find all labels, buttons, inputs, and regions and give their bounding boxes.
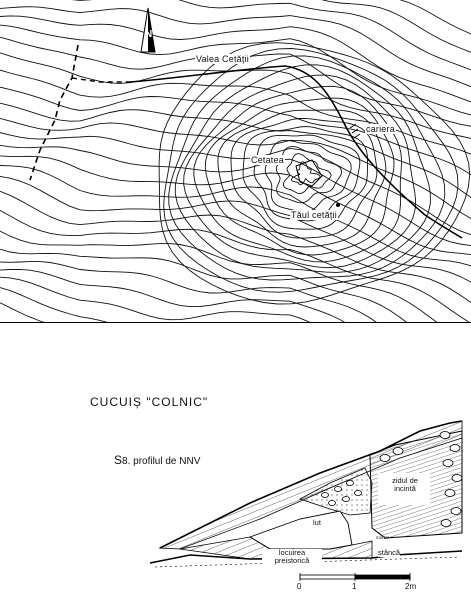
- label-zidul: zidul de incintă: [392, 476, 418, 493]
- hill-contour-ring: [275, 145, 343, 204]
- stone: [342, 496, 350, 502]
- contour-line: [399, 0, 471, 35]
- contour-line: [0, 144, 471, 246]
- hill-contour-ring: [163, 48, 459, 293]
- hill-contour-ring: [264, 139, 352, 213]
- contour-line: [0, 102, 471, 199]
- label-mortar: mortar: [376, 535, 390, 540]
- stone: [321, 492, 329, 498]
- contour-line: [0, 230, 438, 322]
- rock-shading: [154, 556, 461, 568]
- contour-line: [0, 86, 471, 176]
- north-arrow-icon: [140, 7, 156, 53]
- hill-contour-ring: [193, 85, 402, 263]
- stone: [346, 480, 354, 486]
- hill-contour-ring: [168, 55, 446, 281]
- stone: [439, 431, 451, 439]
- stone: [449, 444, 461, 452]
- contour-line: [0, 209, 470, 322]
- dashed-path-branch: [71, 77, 130, 83]
- scale-one: 1: [352, 582, 357, 591]
- contour-line: [0, 155, 471, 256]
- fortress-outline: [295, 159, 323, 187]
- valley-stream-line: [129, 65, 463, 239]
- contour-line: [0, 24, 471, 116]
- contour-line: [0, 15, 471, 103]
- stone: [328, 500, 336, 506]
- contour-line: [0, 117, 471, 220]
- contour-lines-hill: [158, 42, 471, 305]
- stone: [379, 454, 391, 462]
- section-profile: CUCUIȘ "COLNIC" S8. profilul de NNV: [0, 323, 471, 600]
- stone: [334, 486, 342, 492]
- scale-zero: 0: [297, 582, 302, 591]
- section-subtitle: S8. profilul de NNV: [114, 453, 200, 467]
- subtitle-letter: S: [114, 453, 123, 467]
- contour-line: [321, 0, 471, 53]
- label-cariera: cariera: [365, 124, 396, 134]
- wall-label-bg: [378, 473, 430, 505]
- label-lut: lut: [313, 518, 321, 527]
- hill-contour-ring: [217, 109, 387, 248]
- contour-line: [0, 6, 471, 88]
- label-locuirea: locuirea preistorică: [262, 549, 322, 565]
- stone: [354, 490, 362, 496]
- label-stanca: stâncă: [378, 548, 401, 557]
- contour-line: [0, 190, 471, 303]
- stone: [440, 519, 452, 527]
- stone: [451, 474, 463, 482]
- lut-stones: [321, 480, 362, 506]
- quarry-marks: [349, 123, 361, 139]
- hill-contour-ring: [282, 153, 332, 194]
- pond-marker: [336, 203, 340, 207]
- stone: [392, 447, 404, 455]
- contour-line: [0, 248, 407, 322]
- contour-map-drawing: [0, 0, 471, 322]
- contour-line: [0, 261, 377, 322]
- contour-lines-valley: [0, 0, 471, 322]
- subtitle-text: 8. profilul de NNV: [122, 456, 201, 467]
- stone: [450, 507, 462, 515]
- stone: [444, 489, 456, 497]
- hill-contour-ring: [204, 97, 395, 256]
- label-valea-cetatii: Valea Cetății: [195, 54, 250, 64]
- profile-drawing: [149, 420, 463, 581]
- hill-contour-ring: [174, 64, 431, 273]
- label-taul-cetatii: Tăul cetății: [290, 210, 338, 220]
- contour-line: [0, 287, 108, 322]
- hill-contour-ring: [158, 42, 471, 305]
- contour-line: [0, 132, 471, 236]
- wall-stones: [379, 431, 463, 527]
- label-cetatea: Cetatea: [250, 155, 285, 165]
- hill-contour-ring: [253, 134, 361, 222]
- dashed-path-left: [29, 44, 79, 181]
- hill-contour-ring: [183, 74, 416, 269]
- section-title: CUCUIȘ "COLNIC": [90, 395, 209, 409]
- contour-line: [0, 276, 311, 322]
- stone: [442, 459, 454, 467]
- contour-line: [0, 302, 45, 322]
- contour-line: [0, 175, 471, 283]
- topographic-map: N Valea Cetății cariera Cetatea Tăul cet…: [0, 0, 471, 323]
- north-letter: N: [145, 29, 153, 40]
- contour-line: [0, 69, 471, 155]
- contour-line: [71, 0, 471, 71]
- scale-two: 2m: [405, 582, 417, 591]
- contour-line: [0, 268, 346, 322]
- scale-bar: [299, 573, 411, 581]
- hill-contour-ring: [230, 117, 378, 239]
